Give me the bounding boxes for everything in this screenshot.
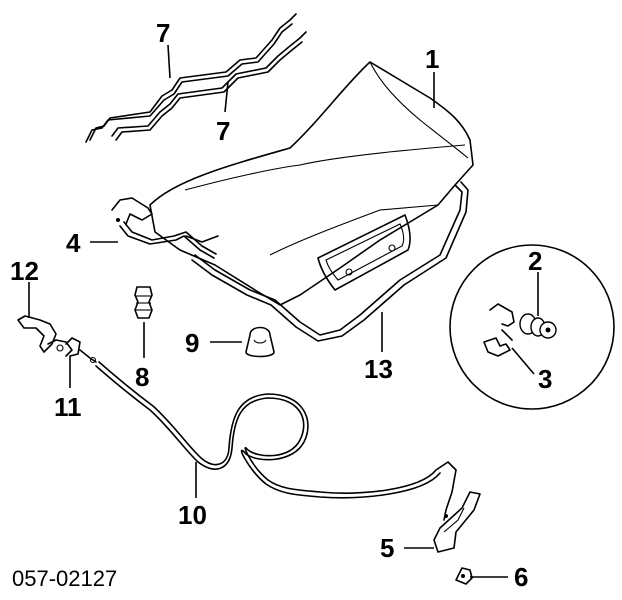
trunk-hinge <box>111 197 219 259</box>
label-8: 8 <box>135 362 149 392</box>
label-10: 10 <box>178 500 207 530</box>
torsion-rod-lower <box>111 31 307 141</box>
label-12: 12 <box>10 256 39 286</box>
label-13: 13 <box>364 354 393 384</box>
label-5: 5 <box>380 533 394 563</box>
label-2: 2 <box>528 246 542 276</box>
label-7b: 7 <box>216 116 230 146</box>
trunk-lid <box>149 61 474 306</box>
catalog-code: 057-02127 <box>12 566 117 591</box>
cable-connector <box>65 337 97 364</box>
leader-lines <box>28 44 539 578</box>
release-cable <box>95 361 457 521</box>
label-11: 11 <box>54 392 82 422</box>
weatherstrip <box>191 181 469 342</box>
label-9: 9 <box>185 328 199 358</box>
torsion-rod-upper <box>85 13 297 143</box>
cushion-rubber <box>245 326 275 358</box>
opener-lever <box>433 491 481 553</box>
label-1: 1 <box>425 44 439 74</box>
rubber-bumper <box>134 286 153 319</box>
lock-detail-circle <box>449 244 615 410</box>
label-7a: 7 <box>156 18 170 48</box>
label-6: 6 <box>514 562 528 592</box>
label-3: 3 <box>538 364 552 394</box>
retaining-clip <box>455 567 473 585</box>
label-4: 4 <box>66 228 81 258</box>
trunk-latch <box>17 315 73 357</box>
